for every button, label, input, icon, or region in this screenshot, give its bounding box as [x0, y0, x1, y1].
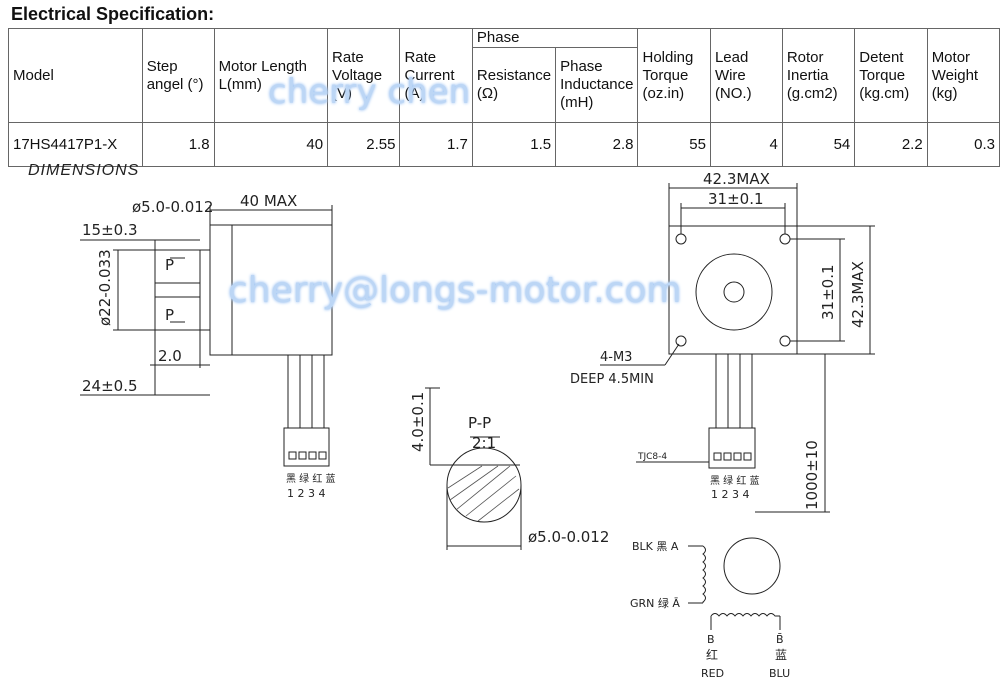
table-header-row: Model Step angel (°) Motor Length L(mm) … — [8, 28, 1000, 123]
cell-model: 17HS4417P1-X — [8, 122, 143, 167]
col-lead-wire: Lead Wire (NO.) — [709, 28, 783, 123]
cell-motor-weight: 0.3 — [926, 122, 1000, 167]
cell-step-angle: 1.8 — [141, 122, 215, 167]
shaft-section-view — [425, 387, 522, 550]
col-phase-inductance: Phase Inductance (mH) — [555, 47, 639, 123]
front-width-max: 42.3MAX — [703, 170, 770, 188]
wire-bbar-label: B̄ — [776, 633, 784, 646]
section-shaft-dia: ø5.0-0.012 — [528, 528, 609, 546]
wire-b-label: B — [707, 633, 715, 646]
col-motor-weight: Motor Weight (kg) — [926, 28, 1000, 123]
table-row: 17HS4417P1-X 1.8 40 2.55 1.7 1.5 2.8 55 … — [8, 122, 1000, 167]
side-shaft-len: 15±0.3 — [82, 221, 138, 239]
cell-rotor-inertia: 54 — [781, 122, 856, 167]
front-side-spacing: 31±0.1 — [819, 264, 837, 320]
front-connector-colors: 黑 绿 红 蓝 — [710, 474, 760, 487]
col-holding-torque: Holding Torque (oz.in) — [637, 28, 711, 123]
section-pp: P-P — [468, 414, 491, 432]
col-detent-torque: Detent Torque (kg.cm) — [854, 28, 928, 123]
cell-lead-wire: 4 — [709, 122, 783, 167]
side-p-label-top: P — [165, 256, 174, 274]
wire-abar-label: GRN 绿 Ā — [630, 596, 680, 610]
side-boss-dia: ø22-0.033 — [96, 249, 114, 326]
wire-red-en: RED — [701, 667, 724, 680]
table-subheader-row: Resistance (Ω) Phase Inductance (mH) — [9, 47, 1000, 123]
section-flat: 4.0±0.1 — [409, 392, 427, 452]
col-phase: Phase — [471, 28, 639, 48]
cell-rate-current: 1.7 — [399, 122, 473, 167]
col-phase-resistance: Resistance (Ω) — [471, 47, 557, 123]
col-motor-length: Motor Length L(mm) — [213, 28, 329, 123]
dimensions-title: DIMENSIONS — [28, 162, 140, 179]
side-total-shaft: 24±0.5 — [82, 377, 138, 395]
col-step-angle: Step angel (°) — [141, 28, 215, 123]
side-p-label-bottom: P — [165, 306, 174, 324]
side-view-motor — [80, 205, 333, 467]
front-mount-holes: 4-M3 — [600, 350, 632, 365]
front-connector-type: TJC8-4 — [637, 452, 667, 462]
cell-phase-inductance: 2.8 — [555, 122, 639, 167]
col-rotor-inertia: Rotor Inertia (g.cm2) — [781, 28, 856, 123]
wire-red-cn: 红 — [706, 647, 718, 662]
wire-blu-en: BLU — [769, 667, 790, 680]
wire-blu-cn: 蓝 — [775, 648, 787, 662]
side-shaft-dia: ø5.0-0.012 — [132, 198, 213, 216]
col-rate-current: Rate Current (A) — [399, 28, 473, 123]
front-mount-depth: DEEP 4.5MIN — [570, 372, 654, 387]
side-connector-pins: 1 2 3 4 — [287, 487, 325, 500]
section-scale: 2:1 — [472, 434, 496, 452]
wire-a-label: BLK 黑 A — [632, 540, 679, 553]
cell-detent-torque: 2.2 — [854, 122, 928, 167]
front-hole-spacing: 31±0.1 — [708, 190, 764, 208]
col-rate-voltage: Rate Voltage (V) — [327, 28, 401, 123]
side-connector-colors: 黑 绿 红 蓝 — [286, 472, 336, 485]
front-view-motor — [600, 183, 875, 513]
front-connector-pins: 1 2 3 4 — [711, 488, 749, 501]
spec-table: Model Step angel (°) Motor Length L(mm) … — [8, 28, 1000, 167]
front-side-max: 42.3MAX — [849, 261, 867, 328]
side-boss-height: 2.0 — [158, 347, 182, 365]
front-lead-length: 1000±10 — [803, 440, 821, 510]
side-length-max: 40 MAX — [240, 192, 297, 210]
cell-holding-torque: 55 — [637, 122, 711, 167]
cell-rate-voltage: 2.55 — [327, 122, 401, 167]
col-model: Model — [8, 28, 143, 123]
spec-title: Electrical Specification: — [11, 4, 215, 24]
wiring-diagram — [688, 537, 781, 630]
